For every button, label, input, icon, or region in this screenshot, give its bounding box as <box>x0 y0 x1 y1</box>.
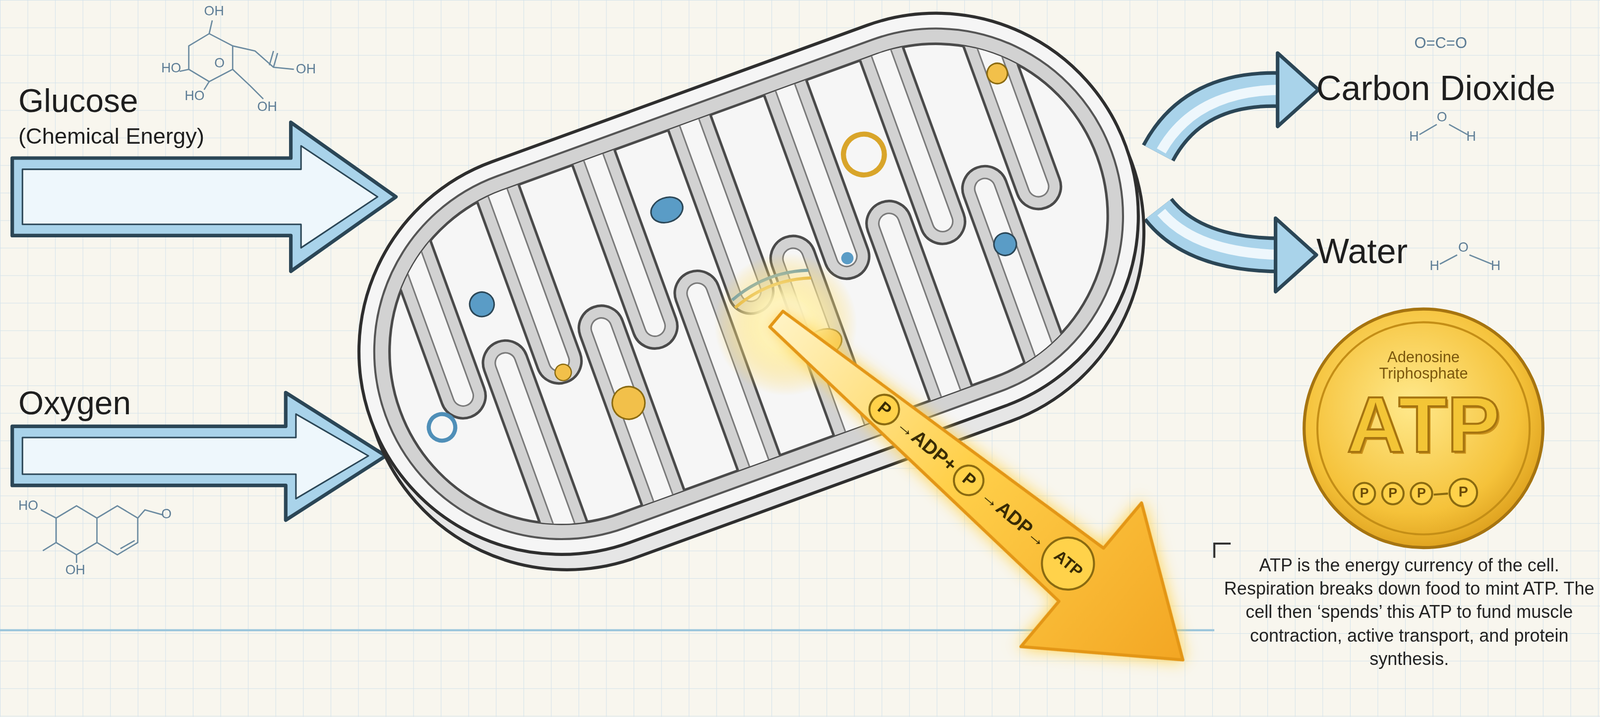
phosphate-circle-text: P <box>1458 484 1469 501</box>
atom-label: HO <box>184 88 205 104</box>
phosphate-circle: P <box>1380 481 1406 506</box>
chem-bond <box>75 555 78 564</box>
circle-outline <box>948 460 990 502</box>
phosphate-circle-text: P <box>1360 486 1369 501</box>
formula-label: O=C=O <box>1414 34 1468 52</box>
phosphate-circle-text: P <box>1417 486 1426 501</box>
chem-bond <box>1419 124 1437 135</box>
chem-bond <box>1469 255 1492 265</box>
matrix-particle <box>839 250 856 267</box>
oxygen-structure <box>40 506 164 564</box>
chem-bond <box>120 540 135 549</box>
atom-label: O <box>214 56 225 71</box>
chem-bond <box>137 510 164 519</box>
matrix-particle <box>990 230 1020 259</box>
output-arrow-inner <box>1161 212 1282 255</box>
intermembrane-space <box>321 0 1176 593</box>
chem-bond <box>209 20 213 34</box>
phosphate-circle: P <box>1409 481 1434 506</box>
input-sublabel: (Chemical Energy) <box>18 124 205 150</box>
chem-bond <box>1449 124 1468 135</box>
chem-bond <box>40 510 57 519</box>
circle-outline <box>863 388 905 431</box>
atom-label: OH <box>257 100 278 115</box>
atp-coin-text: ATP <box>1301 381 1546 470</box>
crista <box>572 299 696 536</box>
chem-bond <box>97 506 138 556</box>
matrix-ring <box>837 128 891 181</box>
atom-label: O <box>1458 240 1469 256</box>
atom-label: H <box>1429 259 1439 274</box>
circle-outline <box>1410 483 1432 505</box>
output-arrow <box>1158 209 1282 256</box>
circle-outline <box>1031 527 1106 601</box>
matrix-particle <box>984 60 1011 87</box>
chem-bond <box>232 69 264 100</box>
atom-label: HO <box>161 60 181 76</box>
phosphate-circle: P <box>1352 481 1377 506</box>
input-label: Oxygen <box>18 385 131 422</box>
output-arrow-fill <box>1158 89 1284 154</box>
input-arrow <box>12 122 397 272</box>
atom-label: H <box>1466 129 1476 144</box>
chem-bond <box>269 51 278 68</box>
circle-outline <box>1353 483 1375 505</box>
chem-bond <box>204 81 210 90</box>
atp-coin: Adenosine TriphosphateATP P P P P <box>1301 305 1546 551</box>
chem-bond <box>232 46 294 70</box>
crista <box>476 334 599 571</box>
atom-label: H <box>1490 259 1501 274</box>
matrix-particle <box>607 382 650 424</box>
caption-bracket <box>1214 543 1231 559</box>
water-molecule <box>1419 124 1492 265</box>
output-arrow-inner <box>1161 89 1284 151</box>
atom-label: H <box>1409 129 1419 144</box>
chem-bond <box>56 506 97 556</box>
atp-coin-text: Adenosine Triphosphate <box>1362 349 1485 383</box>
matrix-ring <box>424 410 460 445</box>
matrix <box>341 0 1156 573</box>
input-label: Glucose <box>18 83 139 120</box>
atom-label: O <box>161 507 172 522</box>
atom-label: O <box>1436 110 1448 125</box>
output-arrow <box>1158 89 1284 154</box>
atom-label: OH <box>204 3 225 19</box>
chem-bond <box>188 33 233 82</box>
output-arrow-head <box>1277 53 1319 127</box>
chem-bond <box>1439 255 1458 265</box>
matrix-particle <box>466 289 498 321</box>
phosphate-circle-text: P <box>1388 486 1398 501</box>
output-arrow-head <box>1275 218 1317 292</box>
chem-bond <box>42 542 57 551</box>
phosphate-circle: P <box>1447 477 1479 509</box>
crista <box>860 194 983 431</box>
circle-outline <box>1382 483 1404 505</box>
arrow-body <box>715 247 1244 717</box>
circle-outline <box>1449 478 1478 507</box>
input-arrow-inner <box>22 145 378 248</box>
atom-label: OH <box>65 563 86 578</box>
input-arrow-inner <box>22 414 369 500</box>
atom-label: OH <box>296 62 316 77</box>
output-label: Carbon Dioxide <box>1316 69 1556 108</box>
output-arrow-fill <box>1158 209 1282 256</box>
output-label: Water <box>1316 232 1408 271</box>
matrix-particle <box>647 192 687 228</box>
phosphate-bond <box>1433 493 1449 495</box>
caption-note: ATP is the energy currency of the cell. … <box>1220 554 1598 673</box>
glucose-structure <box>179 20 295 99</box>
crista <box>955 160 1079 397</box>
matrix-particle <box>552 362 574 384</box>
atom-label: HO <box>18 498 39 514</box>
